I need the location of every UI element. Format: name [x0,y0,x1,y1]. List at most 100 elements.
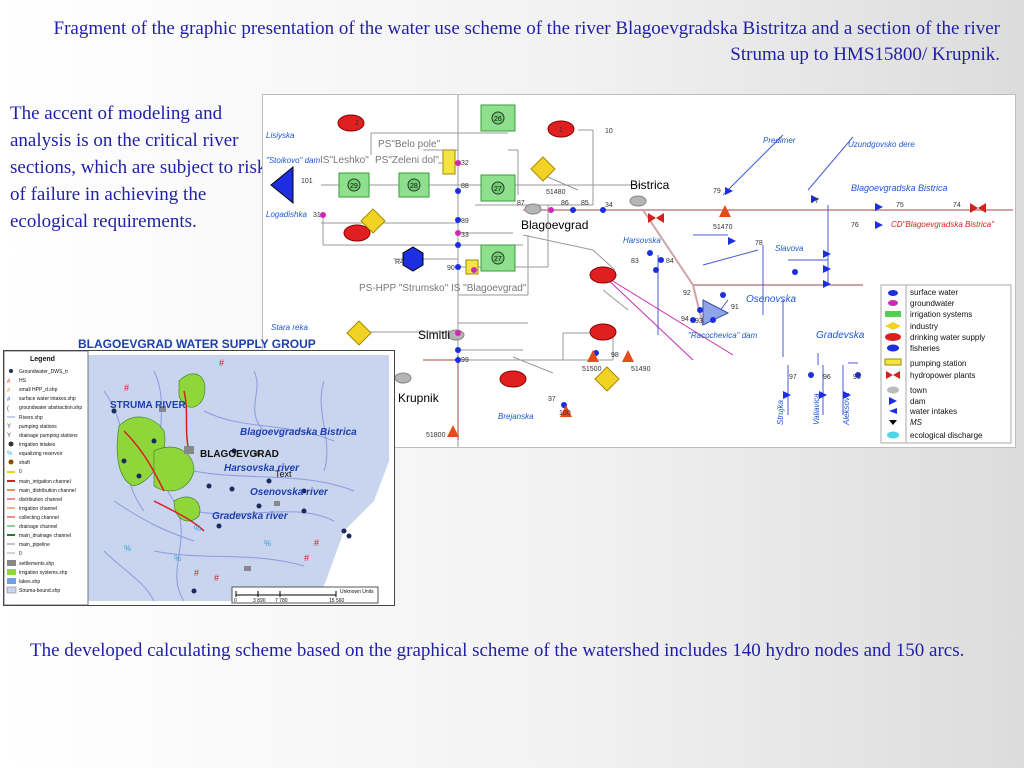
label-gradevska: Gradevska [816,330,865,341]
svg-text:main_distribution channel: main_distribution channel [19,488,76,494]
svg-text:51800: 51800 [426,432,446,439]
left-note: The accent of modeling and analysis is o… [10,103,267,232]
svg-text:0: 0 [19,551,22,557]
svg-text:drainage pumping stations: drainage pumping stations [19,433,78,439]
svg-text:99: 99 [461,357,469,364]
svg-text:93: 93 [695,318,703,325]
svg-text:100: 100 [559,410,571,417]
svg-text:78: 78 [755,240,763,247]
svg-text:87: 87 [517,200,525,207]
town-simitli: Simitli [418,328,450,342]
svg-text:Struma-bound.shp: Struma-bound.shp [19,588,60,594]
label-brejanska: Brejanska [498,412,534,421]
svg-text:0: 0 [19,469,22,475]
svg-text:HS: HS [19,378,27,384]
svg-text:Y: Y [7,433,11,439]
svg-text:51490: 51490 [631,366,651,373]
svg-text:%: % [124,544,131,553]
svg-text:#: # [219,358,224,368]
svg-text:101: 101 [301,178,313,185]
svg-text:collecting channel: collecting channel [19,515,59,521]
map-legend-swatches: # # # ( Y Y % [6,369,17,594]
svg-text:74: 74 [953,202,961,209]
label-osenovska: Osenovska [746,294,796,305]
basin-area [88,355,389,601]
town-icon [629,195,647,207]
label-stoikovo: "Stoikovo" dam [266,156,320,165]
svg-text:84: 84 [666,258,674,265]
svg-text:97: 97 [789,374,797,381]
svg-text:drainage channel: drainage channel [19,524,57,530]
svg-text:34: 34 [605,202,613,209]
label-ps-belo-pole: PS"Belo pole" [378,139,441,150]
svg-text:3 890: 3 890 [253,598,266,604]
svg-text:92: 92 [683,290,691,297]
legend-groundwater: groundwater [910,299,955,308]
svg-text:32: 32 [461,160,469,167]
town-icon [524,203,542,215]
node-27: 27 [494,186,502,193]
svg-text:(: ( [7,406,9,412]
svg-text:#: # [7,388,11,394]
svg-text:1: 1 [559,127,563,134]
legend-pumping: pumping station [910,359,966,368]
label-ps-zeleni-dol: PS"Zeleni dol" [375,155,439,166]
town-krupnik: Krupnik [398,391,440,405]
label-aleksova: Aleksova [842,392,851,426]
legend-ms: MS [910,418,923,427]
svg-text:89: 89 [461,218,469,225]
svg-text:51480: 51480 [546,189,566,196]
map-label-osenovska: Osenovska river [250,487,329,498]
svg-text:#: # [194,568,199,578]
map-label-bistrica: Blagoevgradska Bistrica [240,427,357,438]
svg-text:Groundwater_DWS_tr: Groundwater_DWS_tr [19,369,69,375]
legend-fisheries: fisheries [910,344,940,353]
node-26: 26 [494,116,502,123]
legend-industry: industry [910,322,938,331]
svg-text:15 560: 15 560 [329,598,345,604]
svg-text:7 780: 7 780 [275,598,288,604]
svg-text:88: 88 [461,183,469,190]
svg-text:#: # [7,397,11,403]
svg-text:83: 83 [631,258,639,265]
svg-text:94: 94 [681,316,689,323]
label-logadishka: Logadishka [266,210,307,219]
svg-text:37: 37 [548,396,556,403]
svg-text:2: 2 [355,120,359,127]
svg-text:irrigation intakes: irrigation intakes [19,442,56,448]
town-bistrica: Bistrica [630,178,670,192]
svg-text:98: 98 [611,352,619,359]
svg-text:#: # [7,379,11,385]
label-racochevica: "Racochevica" dam [688,331,758,340]
map-label-text: Text [275,469,292,479]
town-blagoevgrad: Blagoevgrad [521,218,588,232]
svg-text:%: % [264,539,271,548]
svg-text:#: # [304,553,309,563]
svg-text:Y: Y [7,424,11,430]
svg-text:85: 85 [581,200,589,207]
map-label-gradevska: Gradevska river [212,511,289,522]
map-legend-title: Legend [30,356,55,363]
map-title: BLAGOEVGRAD WATER SUPPLY GROUP [78,337,316,351]
svg-text:settlements.shp: settlements.shp [19,561,54,567]
svg-text:%: % [174,554,181,563]
legend-irrigation: irrigation systems [910,310,972,319]
svg-text:Rivers.shp: Rivers.shp [19,415,43,421]
map-label-blagoevgrad: BLAGOEVGRAD [200,449,279,460]
gis-map: #### ## %%%% STRUMA RIVER Blagoevgradska… [3,350,395,606]
node-27b: 27 [494,256,502,263]
legend-eco: ecological discharge [910,431,983,440]
label-predimer: Predimer [763,136,796,145]
svg-text:#: # [214,573,219,583]
legend-dam: dam [910,397,926,406]
svg-text:33: 33 [461,232,469,239]
svg-text:51470: 51470 [713,224,733,231]
svg-text:75: 75 [896,202,904,209]
svg-text:pumping stations: pumping stations [19,424,57,430]
svg-text:lakes.shp: lakes.shp [19,579,40,585]
svg-text:91: 91 [731,304,739,311]
svg-text:90: 90 [447,265,455,272]
map-scale-units: Unknown Units [340,589,374,595]
slide-title: Fragment of the graphic presentation of … [53,18,1001,65]
svg-text:surface water intakes.shp: surface water intakes.shp [19,396,76,402]
